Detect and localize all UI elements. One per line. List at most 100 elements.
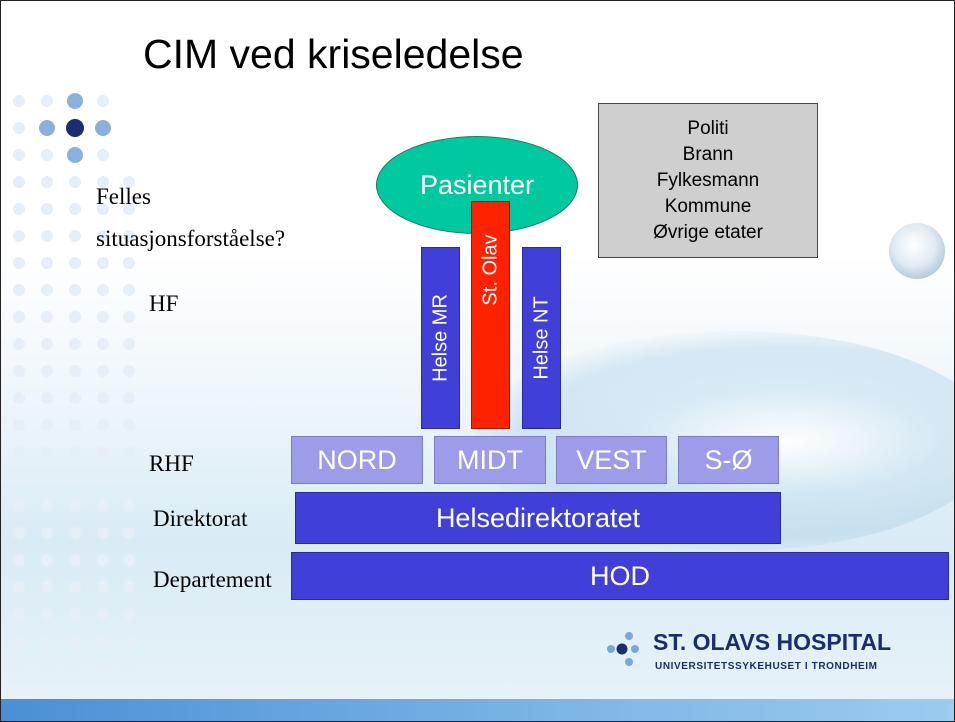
decorative-dot xyxy=(41,149,53,161)
decorative-dot xyxy=(69,338,81,350)
decorative-dot xyxy=(41,176,53,188)
decorative-dot xyxy=(123,392,135,404)
partner-item: Fylkesmann xyxy=(656,169,760,191)
decorative-dot xyxy=(123,203,135,215)
decorative-dot xyxy=(123,554,135,566)
hf-st-olav-box: St. Olav xyxy=(471,201,510,429)
decorative-dot xyxy=(97,608,109,620)
decorative-dot xyxy=(123,230,135,242)
decorative-dot xyxy=(41,392,53,404)
decorative-dot xyxy=(123,338,135,350)
decorative-dot xyxy=(13,257,25,269)
decorative-dot xyxy=(123,311,135,323)
decorative-dot xyxy=(41,257,53,269)
logo-name: ST. OLAVS HOSPITAL xyxy=(653,629,892,655)
decorative-dot xyxy=(97,446,109,458)
decorative-dot xyxy=(13,284,25,296)
decorative-dot xyxy=(97,554,109,566)
decorative-dot xyxy=(41,500,53,512)
decorative-dot xyxy=(97,392,109,404)
rhf-midt-box: MIDT xyxy=(434,436,546,484)
decorative-dot xyxy=(13,122,25,134)
decorative-dot xyxy=(123,608,135,620)
decorative-dot xyxy=(41,284,53,296)
label-departement: Departement xyxy=(153,567,272,592)
decorative-dot xyxy=(13,230,25,242)
decorative-dot xyxy=(13,554,25,566)
hf-helse-nt-label: Helse NT xyxy=(530,296,552,380)
label-felles: Felles xyxy=(96,184,151,209)
partner-item: Øvrige etater xyxy=(653,221,763,243)
slide-title: CIM ved kriseledelse xyxy=(143,31,524,77)
decorative-dot xyxy=(123,473,135,485)
decorative-dot xyxy=(69,257,81,269)
decorative-dot xyxy=(69,446,81,458)
decorative-dot xyxy=(97,203,109,215)
decorative-dot xyxy=(69,176,81,188)
decorative-dot xyxy=(13,176,25,188)
decorative-dot xyxy=(13,149,25,161)
decorative-dot xyxy=(69,635,81,647)
decorative-dot xyxy=(69,203,81,215)
decorative-dot xyxy=(97,284,109,296)
decorative-dot xyxy=(69,581,81,593)
decorative-dot xyxy=(69,662,81,674)
decorative-dot xyxy=(67,93,83,109)
department-box: HOD xyxy=(291,552,949,600)
decorative-dot xyxy=(13,392,25,404)
decorative-dot xyxy=(97,473,109,485)
decorative-dot xyxy=(13,527,25,539)
decorative-dot xyxy=(69,392,81,404)
decorative-dot xyxy=(69,608,81,620)
decorative-dot xyxy=(69,500,81,512)
decorative-dot xyxy=(123,581,135,593)
decorative-dot xyxy=(69,419,81,431)
decorative-dot xyxy=(13,365,25,377)
water-drop-icon xyxy=(889,223,945,279)
decorative-dot xyxy=(123,365,135,377)
decorative-dot xyxy=(41,203,53,215)
label-rhf: RHF xyxy=(149,451,194,476)
decorative-dot xyxy=(97,500,109,512)
decorative-dot xyxy=(123,527,135,539)
partner-item: Brann xyxy=(682,143,734,165)
decorative-dot xyxy=(41,662,53,674)
decorative-dot xyxy=(97,338,109,350)
decorative-dot xyxy=(13,608,25,620)
label-direktorat: Direktorat xyxy=(153,506,248,531)
decorative-dot xyxy=(39,120,55,136)
decorative-dot xyxy=(123,635,135,647)
decorative-dot xyxy=(13,338,25,350)
decorative-dot xyxy=(41,419,53,431)
decorative-dot xyxy=(13,419,25,431)
decorative-dot xyxy=(69,365,81,377)
decorative-dot xyxy=(41,230,53,242)
label-hf: HF xyxy=(149,291,179,316)
decorative-dot xyxy=(97,419,109,431)
decorative-dot xyxy=(97,365,109,377)
directorate-box: Helsedirektoratet xyxy=(295,492,781,544)
decorative-dot xyxy=(123,176,135,188)
decorative-dot xyxy=(41,635,53,647)
decorative-dot xyxy=(67,147,83,163)
decorative-dot xyxy=(41,338,53,350)
decorative-dot xyxy=(41,608,53,620)
hf-helse-mr-label: Helse MR xyxy=(429,294,451,382)
decorative-dot xyxy=(97,311,109,323)
decorative-dot xyxy=(41,365,53,377)
decorative-dot xyxy=(97,176,109,188)
decorative-dot xyxy=(13,95,25,107)
decorative-dot xyxy=(97,581,109,593)
decorative-dot xyxy=(97,95,109,107)
decorative-dot xyxy=(13,581,25,593)
decorative-dot xyxy=(41,95,53,107)
hf-st-olav-label: St. Olav xyxy=(479,234,501,306)
decorative-dot xyxy=(13,203,25,215)
rhf-nord-box: NORD xyxy=(291,436,423,484)
decorative-dot xyxy=(97,230,109,242)
rhf-so-box: S-Ø xyxy=(678,436,779,484)
hf-helse-mr-box: Helse MR xyxy=(421,247,460,429)
logo-subtitle: UNIVERSITETSSYKEHUSET I TRONDHEIM xyxy=(655,661,878,672)
decorative-dot xyxy=(69,527,81,539)
decorative-dot xyxy=(41,473,53,485)
